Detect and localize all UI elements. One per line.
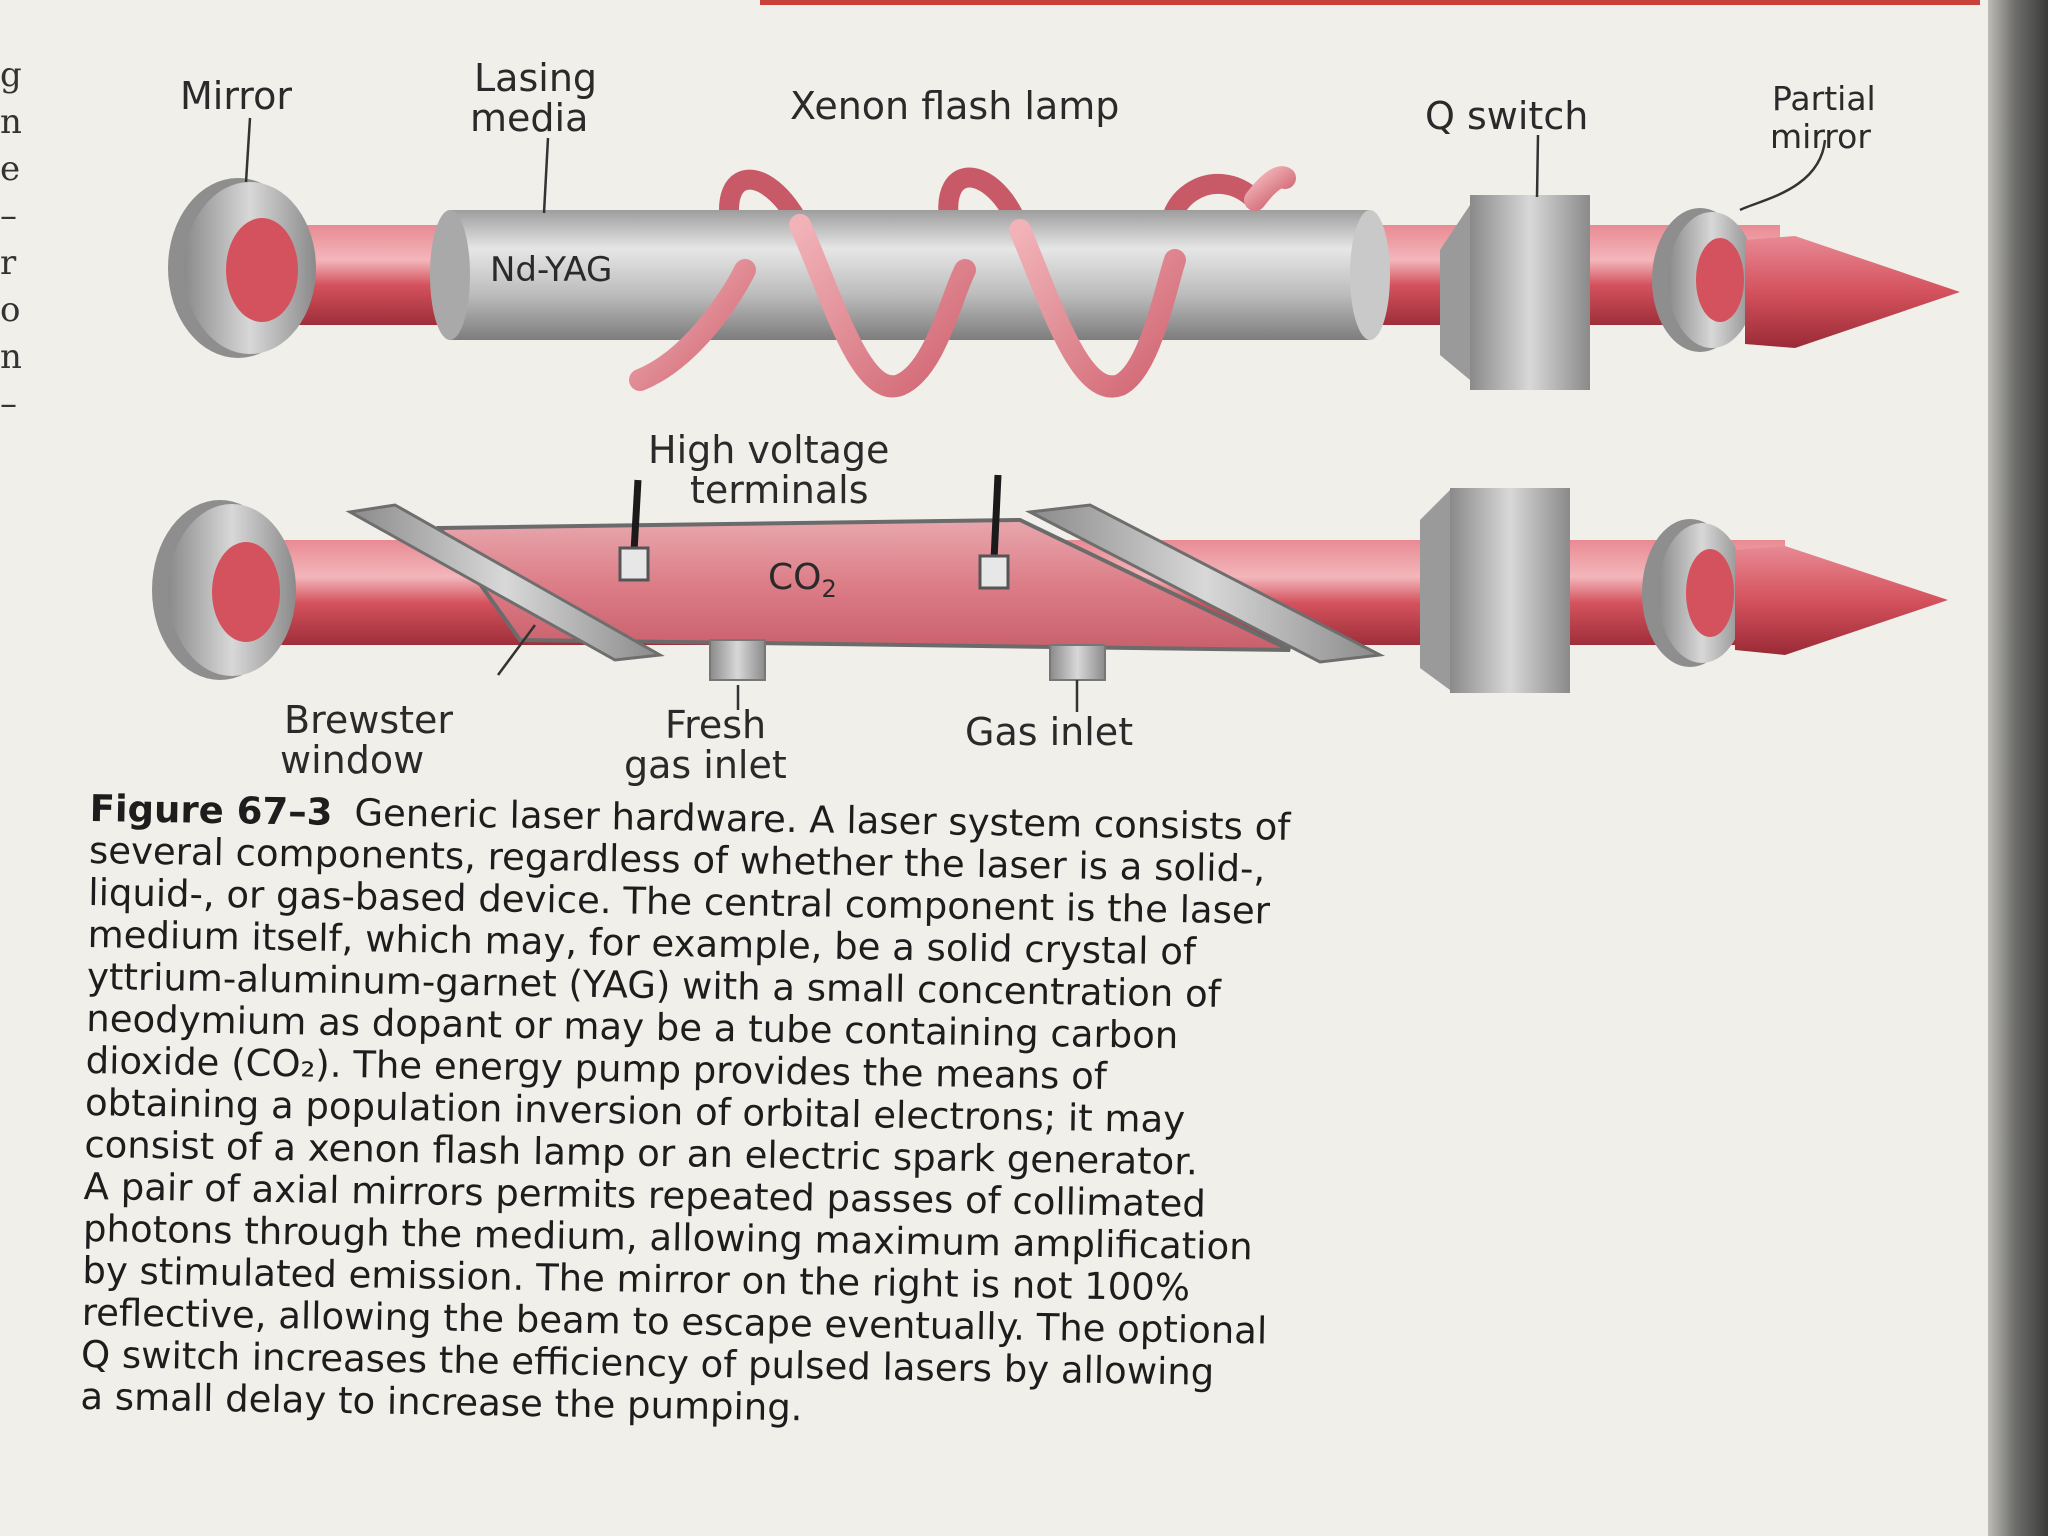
margin-text-fragments: g n e – r o n – xyxy=(0,52,40,428)
margin-fragment: e xyxy=(0,149,21,189)
margin-fragment: r xyxy=(0,243,17,283)
label-partial-mirror-line2: mirror xyxy=(1770,117,1871,156)
partial-mirror-bottom xyxy=(1642,519,1746,667)
brewster-window-right xyxy=(1024,503,1386,664)
label-xenon-flash-lamp: Xenon flash lamp xyxy=(790,84,1120,128)
label-q-switch: Q switch xyxy=(1425,94,1589,138)
co2-subscript: 2 xyxy=(821,575,837,604)
label-brewster-window-line1: Brewster xyxy=(284,698,454,742)
q-switch-top xyxy=(1440,195,1590,390)
output-beam-cone-bottom xyxy=(1735,546,1948,655)
brewster-window-left xyxy=(345,503,665,662)
margin-fragment: – xyxy=(0,196,17,236)
label-brewster-window-line2: window xyxy=(280,738,425,782)
label-leader-lines xyxy=(244,117,1827,712)
margin-fragment: n xyxy=(0,102,22,142)
margin-fragment: o xyxy=(0,290,21,330)
figure-label: Figure 67–3 xyxy=(89,787,333,834)
gas-inlets xyxy=(709,639,1106,681)
nd-yag-rod xyxy=(430,210,1390,340)
label-gas-inlet: Gas inlet xyxy=(965,710,1134,754)
co2-gas-tube xyxy=(436,517,1291,652)
partial-mirror-top xyxy=(1652,208,1756,352)
nd-yag-laser-assembly xyxy=(168,166,1960,398)
label-nd-yag: Nd-YAG xyxy=(490,250,613,290)
left-mirror-bottom xyxy=(152,500,296,680)
co2-laser-assembly xyxy=(152,474,1948,693)
high-voltage-terminals xyxy=(618,474,1010,590)
label-lasing-media-line2: media xyxy=(470,96,589,140)
margin-fragment: – xyxy=(0,384,17,424)
label-mirror: Mirror xyxy=(180,74,292,118)
label-high-voltage-line2: terminals xyxy=(690,468,869,512)
label-fresh-gas-inlet-line1: Fresh xyxy=(665,703,767,747)
flash-lamp-front xyxy=(629,166,1296,398)
left-mirror-top xyxy=(168,178,316,358)
laser-hardware-diagram xyxy=(152,117,1960,712)
label-high-voltage-line1: High voltage xyxy=(648,428,890,472)
co2-main-text: CO xyxy=(768,557,822,598)
label-fresh-gas-inlet-line2: gas inlet xyxy=(624,743,787,787)
output-beam-cone-top xyxy=(1745,236,1960,348)
q-switch-bottom xyxy=(1420,488,1570,693)
page-gutter-shadow xyxy=(1988,0,2048,1536)
margin-fragment: n xyxy=(0,337,22,377)
label-lasing-media-line1: Lasing xyxy=(474,56,598,100)
margin-fragment: g xyxy=(0,55,22,95)
top-accent-rule xyxy=(760,0,1980,5)
label-partial-mirror-line1: Partial xyxy=(1772,79,1876,118)
label-co2: CO2 xyxy=(768,558,837,609)
